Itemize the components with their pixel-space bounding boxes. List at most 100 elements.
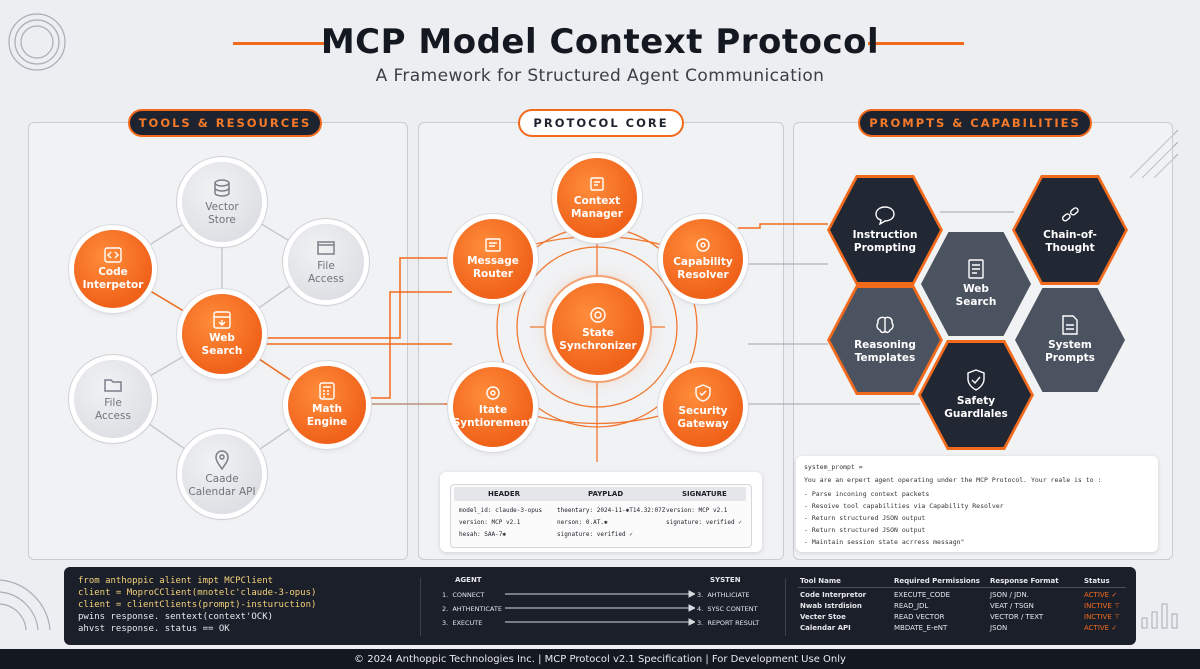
table-status: INCTIVE ⊤ — [1084, 602, 1121, 610]
location-pin-icon — [215, 449, 229, 470]
code-line: pwins response. sentext(context'OCK) — [78, 612, 274, 622]
code-block: from anthoppic alient impt MCPClient cli… — [78, 575, 316, 635]
core-node-message-router[interactable]: Message Router — [453, 219, 533, 299]
packet-col-header: HEADER — [488, 490, 521, 498]
packet-cell: nerson: 0.AT.✱ — [557, 519, 608, 526]
table-cell: Calendar API — [800, 624, 851, 632]
link-icon — [1061, 207, 1079, 222]
table-cell: Nwab Istrdision — [800, 602, 862, 610]
core-node-label: Capability Resolver — [673, 255, 733, 281]
table-status: ACTIVE ✓ — [1084, 591, 1118, 599]
system-prompt-item: - Resoive tool capabilities via Capabili… — [804, 502, 1004, 510]
page-subtitle: A Framework for Structured Agent Communi… — [375, 66, 825, 86]
title-rule-right — [868, 42, 964, 45]
folder-icon — [317, 240, 335, 255]
flow-agent-step: 3. EXECUTE — [442, 619, 483, 627]
tool-node-label: Caade Calendar API — [188, 472, 256, 498]
hex-label: Web Search — [955, 283, 997, 308]
hex-system-prompts[interactable]: System Prompts — [1015, 288, 1125, 392]
code-icon — [104, 246, 122, 263]
page-title: MCP Model Context Protocol — [320, 22, 880, 62]
browser-icon — [213, 310, 231, 329]
section-label-tools: TOOLS & RESOURCES — [128, 109, 322, 137]
packet-col-header: SIGNATURE — [682, 490, 727, 498]
bar-divider — [420, 578, 421, 636]
table-status: INCTIVE ⊤ — [1084, 613, 1121, 621]
hex-label: Instruction Prompting — [852, 229, 918, 254]
core-node-label: State Synchronizer — [559, 326, 637, 352]
table-header: Required Permissions — [894, 577, 980, 585]
core-node-security-gateway[interactable]: Security Gateway — [663, 367, 743, 447]
system-prompt-item: - Parse inconing context packets — [804, 490, 930, 498]
core-node-label: Security Gateway — [677, 404, 729, 430]
table-status: ACTIVE ✓ — [1084, 624, 1118, 632]
flow-arrows — [505, 590, 695, 626]
bottom-bar — [64, 567, 1136, 645]
table-cell: Code Interpretor — [800, 591, 867, 599]
code-line: ahvst response. status == OK — [78, 624, 230, 634]
bar-divider — [785, 578, 786, 636]
table-cell: MBDATE_E-eNT — [894, 624, 948, 632]
hex-label: Reasoning Templates — [854, 339, 916, 364]
tool-node-web-search[interactable]: Web Search — [182, 294, 262, 374]
document-icon — [968, 259, 984, 279]
decorative-bars-icon — [1141, 603, 1178, 629]
packet-cell: hesah: SAA-7✱ — [459, 531, 506, 538]
footer: © 2024 Anthoppic Technologies Inc. | MCP… — [0, 649, 1200, 669]
flow-system-step: 3. AHTHLICIATE — [697, 591, 750, 599]
table-cell: READ_JDL — [894, 602, 929, 610]
decorative-arcs — [0, 579, 51, 631]
document-icon — [1062, 315, 1078, 335]
brain-icon — [876, 316, 894, 334]
system-prompt-item: - Return structured JSON output — [804, 514, 926, 522]
table-cell: VEAT / TSGN — [990, 602, 1034, 610]
core-node-capability-resolver[interactable]: Capability Resolver — [663, 219, 743, 299]
flow-system-step: 4. SYSC CONTENT — [697, 605, 758, 613]
flow-system-step: 3. REPORT RESULT — [697, 619, 760, 627]
tool-node-label: Math Engine — [306, 402, 348, 428]
code-line: from anthoppic alient impt MCPClient — [78, 576, 274, 586]
flow-agent-step: 2. AHTHENTICATE — [442, 605, 502, 613]
packet-cell: signature: verified ✓ — [557, 531, 633, 538]
core-node-itate-syntiorement[interactable]: Itate Syntiorement — [453, 367, 533, 447]
tool-node-vector-store[interactable]: Vector Store — [182, 162, 262, 242]
packet-cell: theentary: 2024-11-✱T14.32:07Z — [557, 507, 666, 514]
target-icon — [486, 385, 500, 400]
flow-system-label: SYSTEN — [710, 576, 741, 584]
system-prompt-intro: You are an erpert agent operating under … — [804, 476, 1102, 484]
packet-cell: model_id: claude-3-opus — [459, 507, 543, 514]
hex-chain-of-thought[interactable]: Chain-of- Thought — [1015, 178, 1125, 282]
packet-header-strip — [454, 487, 746, 501]
table-cell: EXECUTE_CODE — [894, 591, 951, 599]
tool-node-code-interpreter[interactable]: Code Interpetor — [74, 230, 152, 308]
table-cell: READ VECTOR — [894, 613, 945, 621]
table-cell: JSON / JDN. — [990, 591, 1029, 599]
table-header-rule — [798, 587, 1126, 588]
core-node-state-synchronizer[interactable]: State Synchronizer — [552, 283, 644, 375]
flow-agent-label: AGENT — [455, 576, 482, 584]
table-header: Response Format — [990, 577, 1059, 585]
packet-col-header: PAYPLAD — [588, 490, 624, 498]
tool-node-label: Code Interpetor — [82, 265, 144, 291]
hex-label: System Prompts — [1045, 339, 1095, 364]
tool-node-file-access-bottom[interactable]: File Access — [74, 360, 152, 438]
tool-node-label: File Access — [308, 259, 344, 285]
tool-node-label: Vector Store — [205, 200, 239, 226]
folder-icon — [104, 378, 122, 392]
core-node-context-manager[interactable]: Context Manager — [557, 158, 637, 238]
decorative-circles — [8, 13, 66, 71]
table-cell: Vecter Stoe — [800, 613, 846, 621]
hex-label: Safety Guardlales — [944, 395, 1008, 420]
system-prompt-card — [796, 456, 1158, 552]
packet-cell: signature: verified ✓ — [666, 519, 742, 526]
tool-node-label: Web Search — [201, 331, 243, 357]
tool-node-math-engine[interactable]: Math Engine — [288, 366, 366, 444]
title-rule-left — [233, 42, 329, 45]
system-prompt-item: - Return structured JSON output — [804, 526, 926, 534]
tool-node-file-access-top[interactable]: File Access — [288, 224, 364, 300]
table-header: Tool Name — [800, 577, 841, 585]
tool-node-calendar-api[interactable]: Caade Calendar API — [182, 434, 262, 514]
calculator-icon — [319, 381, 335, 400]
code-line: client = clientClients(prompt)-insturuct… — [78, 600, 317, 610]
